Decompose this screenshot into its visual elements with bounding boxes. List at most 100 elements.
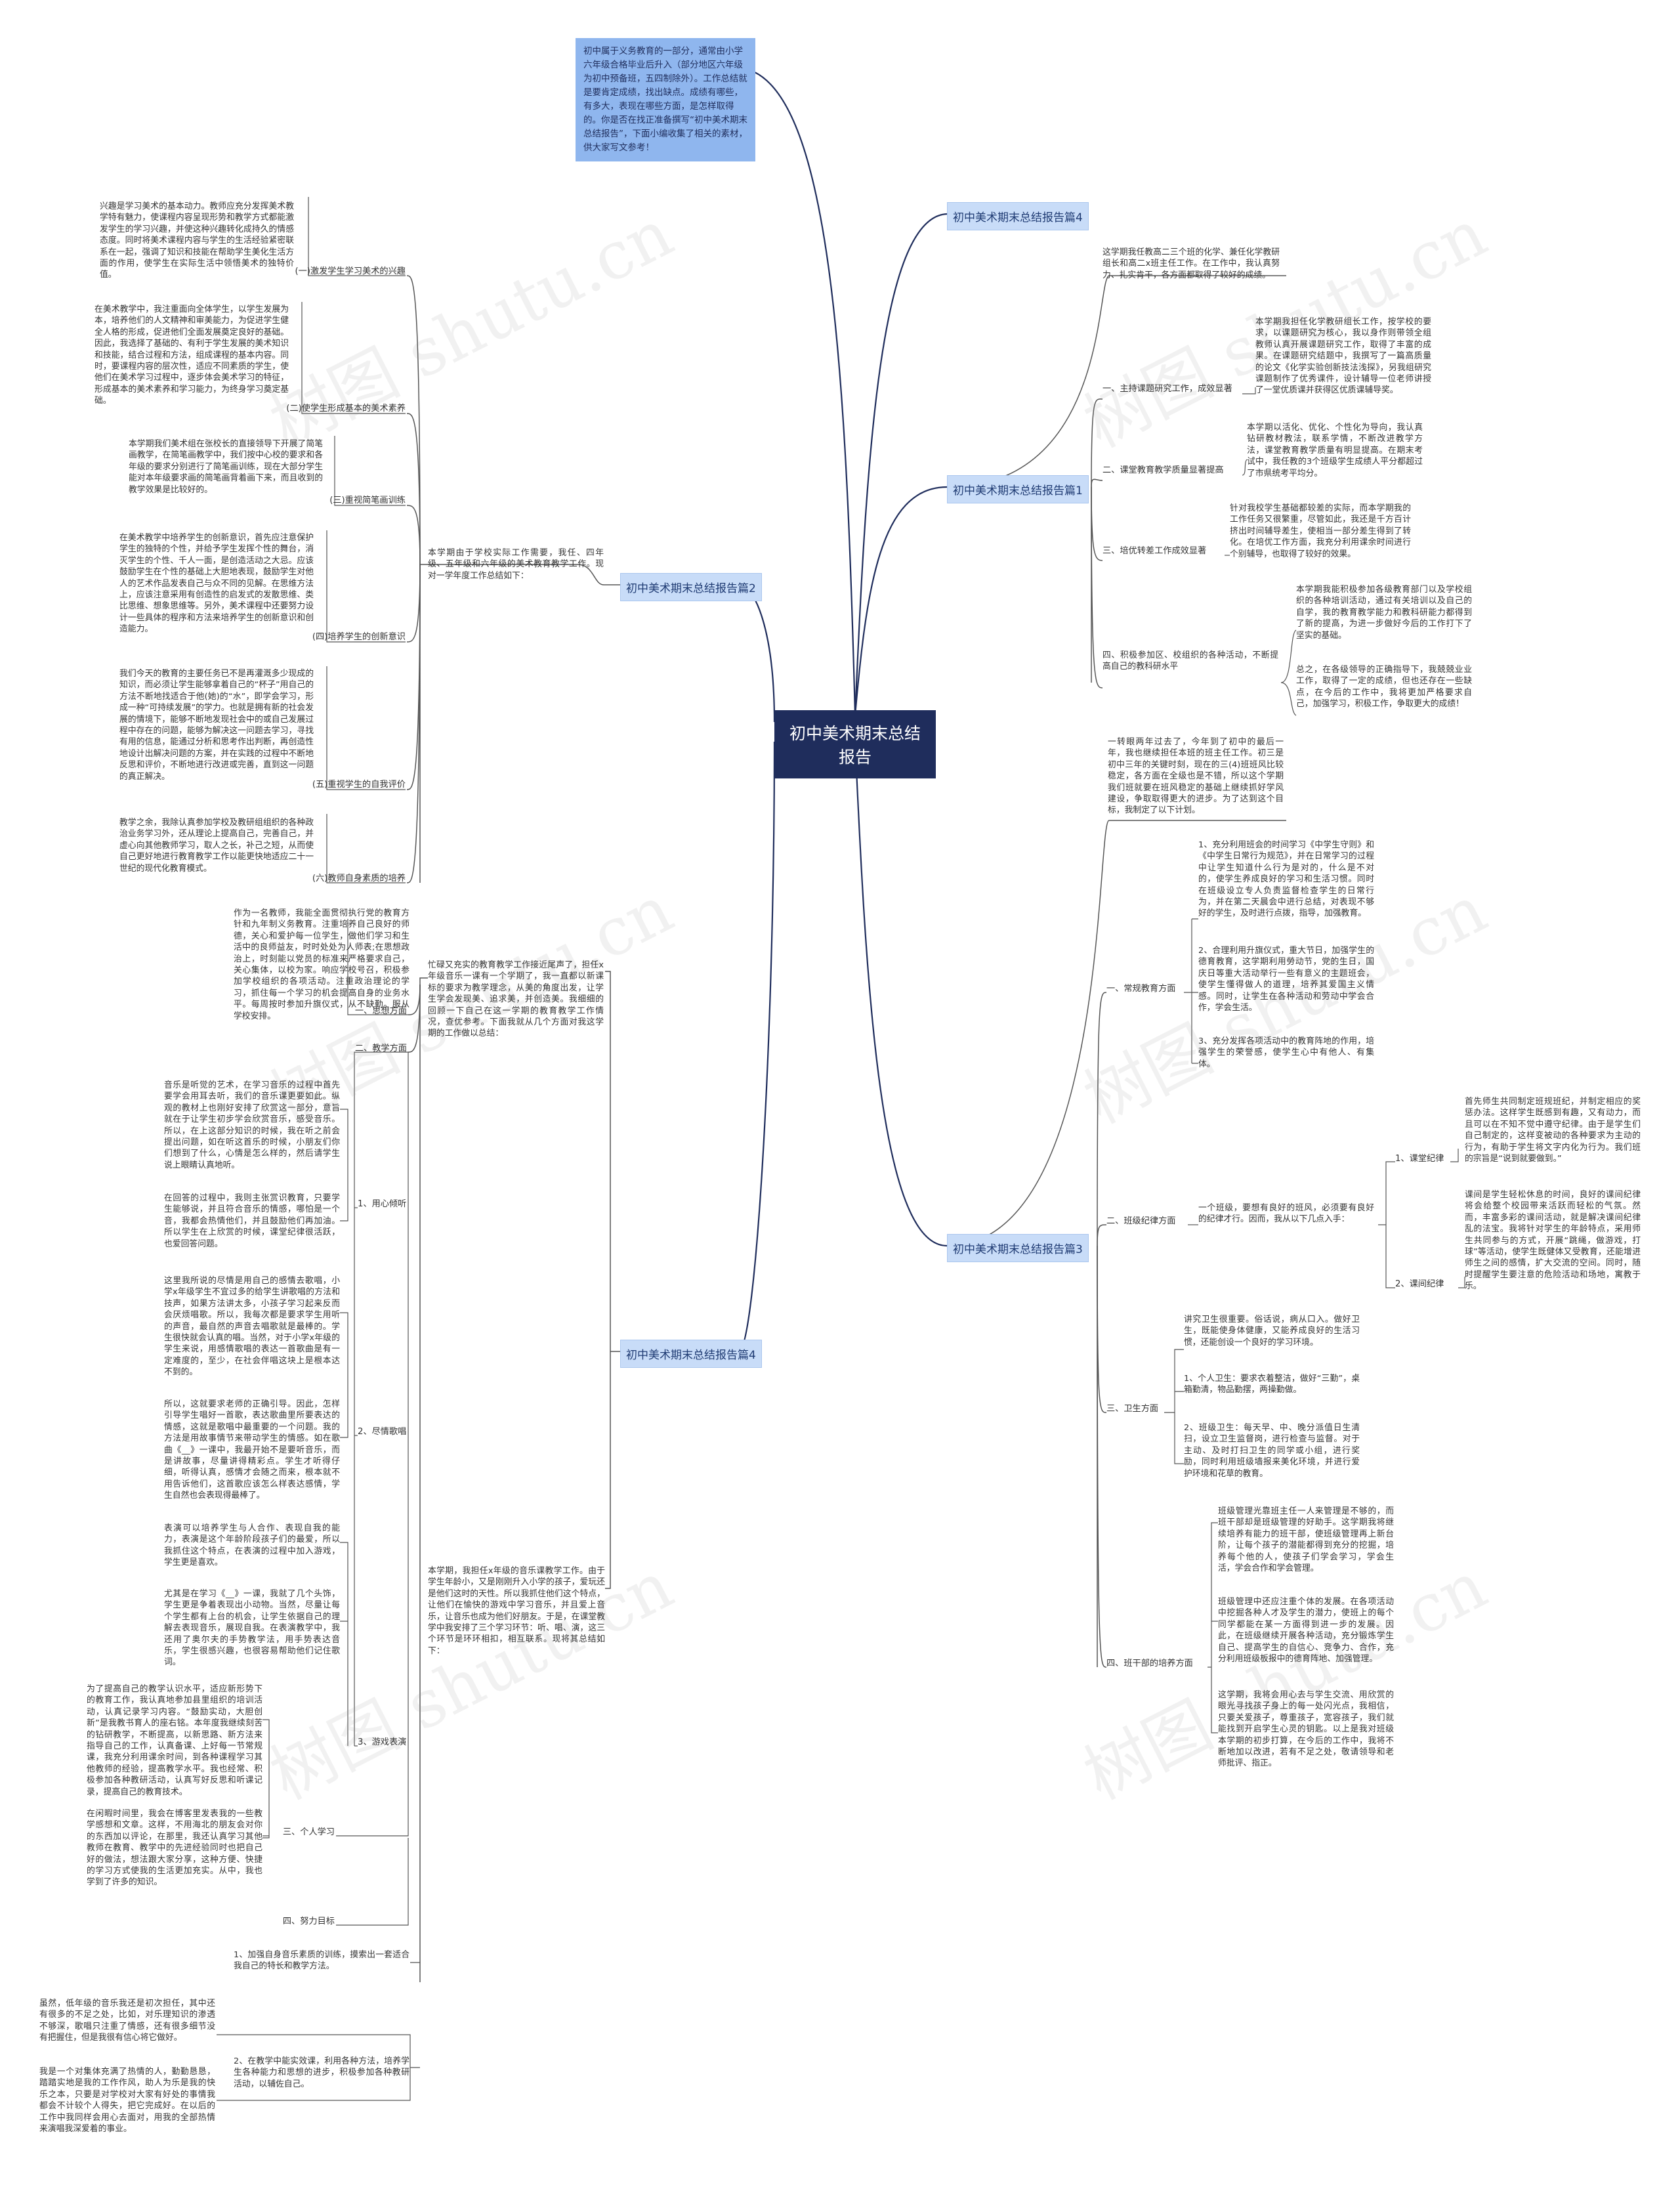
report1-node[interactable]: 初中美术期末总结报告篇1 xyxy=(947,475,1089,503)
intro-note[interactable]: 初中属于义务教育的一部分，通常由小学六年级合格毕业后升入（部分地区六年级为初中预… xyxy=(576,38,755,161)
r4-s4-item: 2、在教学中能实效课，利用各种方法，培养学生各种能力和思想的进步，积极参加各种教… xyxy=(234,2056,410,2089)
r2-item-label[interactable]: (六)教师自身素质的培养 xyxy=(312,874,406,883)
report3-node[interactable]: 初中美术期末总结报告篇3 xyxy=(947,1234,1089,1262)
r3-b-item-label[interactable]: 2、课间纪律 xyxy=(1395,1279,1444,1289)
report2-node[interactable]: 初中美术期末总结报告篇2 xyxy=(620,573,762,601)
connector-line xyxy=(1280,629,1297,683)
r2-item-label[interactable]: (五)重视学生的自我评价 xyxy=(312,780,406,790)
r4-s3-text: 在闲暇时间里，我会在博客里发表我的一些教学感想和文章。这样，不用海北的朋友会对你… xyxy=(87,1809,262,1888)
r1-s1-text: 本学期我担任化学教研组长工作，按学校的要求，以课题研究为核心，我以身作则带领全组… xyxy=(1255,317,1431,396)
r3-b-item-text: 首先师生共同制定班规班纪，并制定相应的奖惩办法。这样学生既感到有趣，又有动力，而… xyxy=(1465,1097,1641,1164)
connector-line xyxy=(1208,1522,1218,1733)
connector-line xyxy=(326,530,406,643)
r3-c-lead: 讲究卫生很重要。俗话说，病从口入。做好卫生，既能使身体健康，又能养成良好的生活习… xyxy=(1184,1315,1360,1348)
r4-s2-2-label[interactable]: 2、尽情歌唱 xyxy=(358,1427,407,1437)
r2-item-label[interactable]: (四)培养学生的创新意识 xyxy=(312,632,406,642)
connector-line xyxy=(340,1542,348,1746)
connector-line xyxy=(1091,486,1103,561)
connector-line xyxy=(1378,1161,1395,1288)
r3-c-item: 1、个人卫生：要求衣着整洁，做好“三勤”，桌箱勤清，物品勤摆，两操勤做。 xyxy=(1184,1374,1360,1395)
r3-c-label[interactable]: 三、卫生方面 xyxy=(1106,1404,1159,1414)
r4-s2-1-text: 音乐是听觉的艺术，在学习音乐的过程中首先要学会用耳去听，我们的音乐课更要如此。纵… xyxy=(164,1080,340,1170)
r2-item-text: 教学之余，我除认真参加学校及教研组组织的各种政治业务学习外，还从理论上提高自己，… xyxy=(119,818,314,874)
connector-line xyxy=(1091,478,1103,488)
r4-s4-label[interactable]: 四、努力目标 xyxy=(282,1917,335,1926)
r3-c-item: 2、班级卫生：每天早、中、晚分派值日生清扫，设立卫生监督岗，进行检查与监督。对于… xyxy=(1184,1423,1360,1479)
report4-title-node[interactable]: 初中美术期末总结报告篇4 xyxy=(947,202,1089,230)
r1-s4-text2: 总之，在各级领导的正确指导下，我兢兢业业工作，取得了一定的成绩，但也还存在一些缺… xyxy=(1296,665,1472,710)
r4-s2-3-text: 尤其是在学习《__》一课，我就了几个头饰，学生更是争着表现出小动物。当然，尽量让… xyxy=(164,1589,340,1668)
connector-line xyxy=(408,984,421,1053)
r4-s2-1-text: 在回答的过程中，我则主张赏识教育，只要学生能够说，并且符合音乐的情感，哪怕是一个… xyxy=(164,1193,340,1249)
connector-line xyxy=(326,666,406,790)
connector-line xyxy=(738,741,776,1353)
connector-line xyxy=(340,1312,348,1438)
r4-s2-3-label[interactable]: 3、游戏表演 xyxy=(358,1737,407,1747)
connector-line xyxy=(408,984,421,1015)
r1-s4-text1: 本学期我能积极参加各级教育部门以及学校组织的各种培训活动，通过有关培训以及自己的… xyxy=(1296,585,1472,641)
r4-s2-1-label[interactable]: 1、用心倾听 xyxy=(358,1199,407,1209)
r3-a-item: 3、充分发挥各项活动中的教育阵地的作用，培强学生的荣誉感，使学生心中有他人、有集… xyxy=(1198,1036,1374,1069)
r3-b-item-text: 课间是学生轻松休息的时间，良好的课间纪律将会给整个校园带来活跃而轻松的气氛。然而… xyxy=(1465,1190,1641,1292)
connector-line xyxy=(1091,486,1103,689)
r4-s2-2-text: 这里我所说的尽情是用自己的感情去歌唱，小学x年级学生不宜过多的给学生讲歌唱的方法… xyxy=(164,1276,340,1378)
connector-line xyxy=(419,977,428,1982)
r2-item-text: 在美术教学中培养学生的创新意识，首先应注意保护学生的独特的个性，并给予学生发挥个… xyxy=(119,533,314,635)
connector-line xyxy=(336,1052,409,1926)
connector-line xyxy=(1164,1349,1184,1464)
r4-s3-text: 为了提高自己的教学认识水平，适应新形势下的教育工作，我认真地参加县里组织的培训活… xyxy=(87,1684,262,1797)
connector-line xyxy=(1242,387,1256,394)
connector-line xyxy=(738,584,776,723)
r4-s3-label[interactable]: 三、个人学习 xyxy=(282,1827,335,1837)
connector-line xyxy=(754,72,856,716)
r4-tail: 虽然，低年级的音乐我还是初次担任，其中还有很多的不足之处，比如，对乐理知识的渗透… xyxy=(39,1999,215,2043)
r4-s4-item: 1、加强自身音乐素质的训练，摸索出一套适合我自己的特长和教学方法。 xyxy=(234,1950,410,1972)
r3-b-item-label[interactable]: 1、课堂纪律 xyxy=(1395,1154,1444,1164)
r3-b-label[interactable]: 二、班级纪律方面 xyxy=(1106,1216,1176,1226)
r3-d-item: 班级管理中还应注重个体的发展。在各项活动中挖掘各种人才及学生的潜力，使班上的每个… xyxy=(1218,1597,1394,1665)
r4-lead2: 本学期，我担任x年级的音乐课教学工作。由于学生年龄小，又是刚刚升入小学的孩子，爱… xyxy=(428,1566,605,1656)
r3-a-item: 1、充分利用班会的时间学习《中学生守则》和《中学生日常行为规范》，并在日常学习的… xyxy=(1198,840,1374,919)
watermark: 树图 shutu.cn xyxy=(258,194,684,463)
connector-line xyxy=(406,564,421,790)
connector-line xyxy=(406,564,421,643)
r1-s3-text: 针对我校学生基础都较差的实际，而本学期我的工作任务又很繁重，尽管如此，我还是千方… xyxy=(1230,503,1411,559)
r4-tail: 我是一个对集体充满了热情的人，勤勤恳恳，踏踏实地是我的工作作风，助人为乐是我的快… xyxy=(39,2067,215,2134)
r2-item-text: 兴趣是学习美术的基本动力。教师应充分发挥美术教学特有魅力，使课程内容呈现形势和教… xyxy=(100,202,294,280)
r2-item-label[interactable]: (二)使学生形成基本的美术素养 xyxy=(286,404,406,414)
r1-s4-label[interactable]: 四、积极参加区、校组织的各种活动，不断提高自己的教科研水平 xyxy=(1102,650,1278,672)
r2-item-label[interactable]: (一)激发学生学习美术的兴趣 xyxy=(295,266,406,276)
connector-line xyxy=(354,1051,408,1746)
connector-line xyxy=(406,413,421,565)
r3-a-label[interactable]: 一、常规教育方面 xyxy=(1106,984,1176,994)
r3-a-item: 2、合理利用升旗仪式，重大节日，加强学生的德育教育，这学期利用勞动节，党的生日，… xyxy=(1198,946,1374,1013)
r2-item-text: 在美术教学中，我注重面向全体学生，以学生发展为本，培养他们的人文精神和审美能力，… xyxy=(94,305,289,406)
connector-line xyxy=(1280,682,1297,716)
connector-line xyxy=(406,564,421,883)
connector-line xyxy=(301,302,406,414)
r4-s1-label[interactable]: 一、思想方面 xyxy=(354,1006,407,1016)
r1-s2-label[interactable]: 二、课堂教育教学质量显著提高 xyxy=(1102,465,1224,475)
connector-line xyxy=(605,971,620,1589)
r4-s2-2-text: 所以，这就要求老师的正确引导。因此，怎样引导学生唱好一首歌，表达歌曲里所要表达的… xyxy=(164,1399,340,1501)
connector-line xyxy=(1184,918,1198,1064)
connector-line xyxy=(854,213,948,716)
connector-line xyxy=(854,486,948,716)
connector-line xyxy=(1450,1149,1465,1288)
connector-line xyxy=(419,564,428,883)
r1-s1-label[interactable]: 一、主持课题研究工作，成效显著 xyxy=(1102,384,1232,394)
connector-line xyxy=(1097,1224,1107,1246)
connector-line xyxy=(1097,1245,1107,1413)
r4-s2-3-text: 表演可以培养学生与人合作、表现自我的能力，表演是这个年龄阶段孩子们的最爱，所以我… xyxy=(164,1523,340,1568)
connector-line xyxy=(262,1719,270,1838)
r3-d-label[interactable]: 四、班干部的培养方面 xyxy=(1106,1659,1193,1668)
r2-lead: 本学期由于学校实际工作需要，我任、四年级、五年级和六年级的美术教育教学工作。现对… xyxy=(428,548,604,581)
r4-s2-label[interactable]: 二、教学方面 xyxy=(354,1044,407,1053)
root-node[interactable]: 初中美术期末总结报告 xyxy=(774,710,936,778)
r1-s3-label[interactable]: 三、培优转差工作成效显著 xyxy=(1102,546,1207,556)
r2-item-label[interactable]: (三)重视简笔画训练 xyxy=(329,496,406,505)
connector-line xyxy=(406,275,421,565)
report4-node[interactable]: 初中美术期末总结报告篇4 xyxy=(620,1340,762,1368)
r1-lead: 这学期我任教高二三个班的化学、兼任化学教研组长和高二x班主任工作。在工作中，我认… xyxy=(1102,247,1280,280)
r3-d-item: 这学期，我将会用心去与学生交流、用欣赏的眼光寻找孩子身上的每一处闪光点，我相信，… xyxy=(1218,1690,1394,1769)
